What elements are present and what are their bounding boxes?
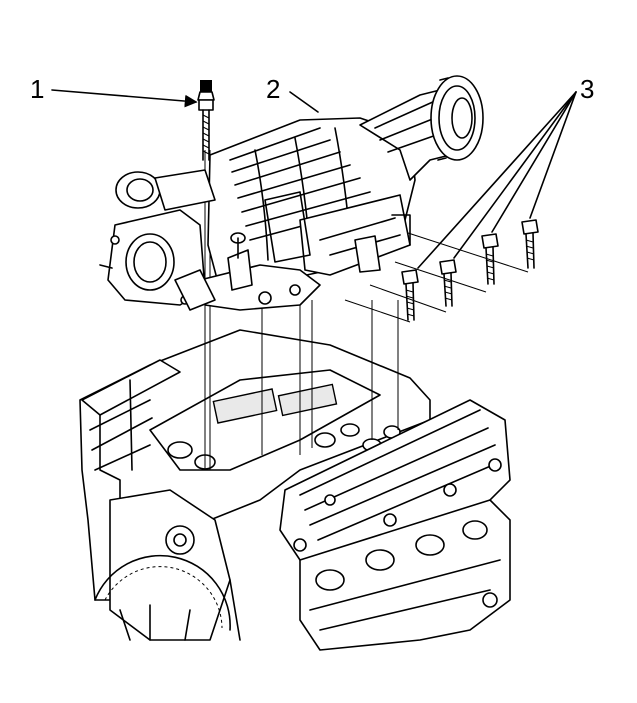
bolt [439,259,457,307]
bolt [401,269,419,321]
engine-block [79,329,511,651]
alignment-lines [204,150,529,470]
bolts-callout-3 [401,219,539,321]
bolt [521,219,539,269]
leader-lines [51,89,577,269]
callout-3-label: 3 [580,74,595,104]
callout-2-label: 2 [266,74,281,104]
supercharger-assembly [99,75,484,311]
callout-1-label: 1 [30,74,45,104]
stud-callout-1 [197,80,215,161]
bolt [481,233,499,285]
